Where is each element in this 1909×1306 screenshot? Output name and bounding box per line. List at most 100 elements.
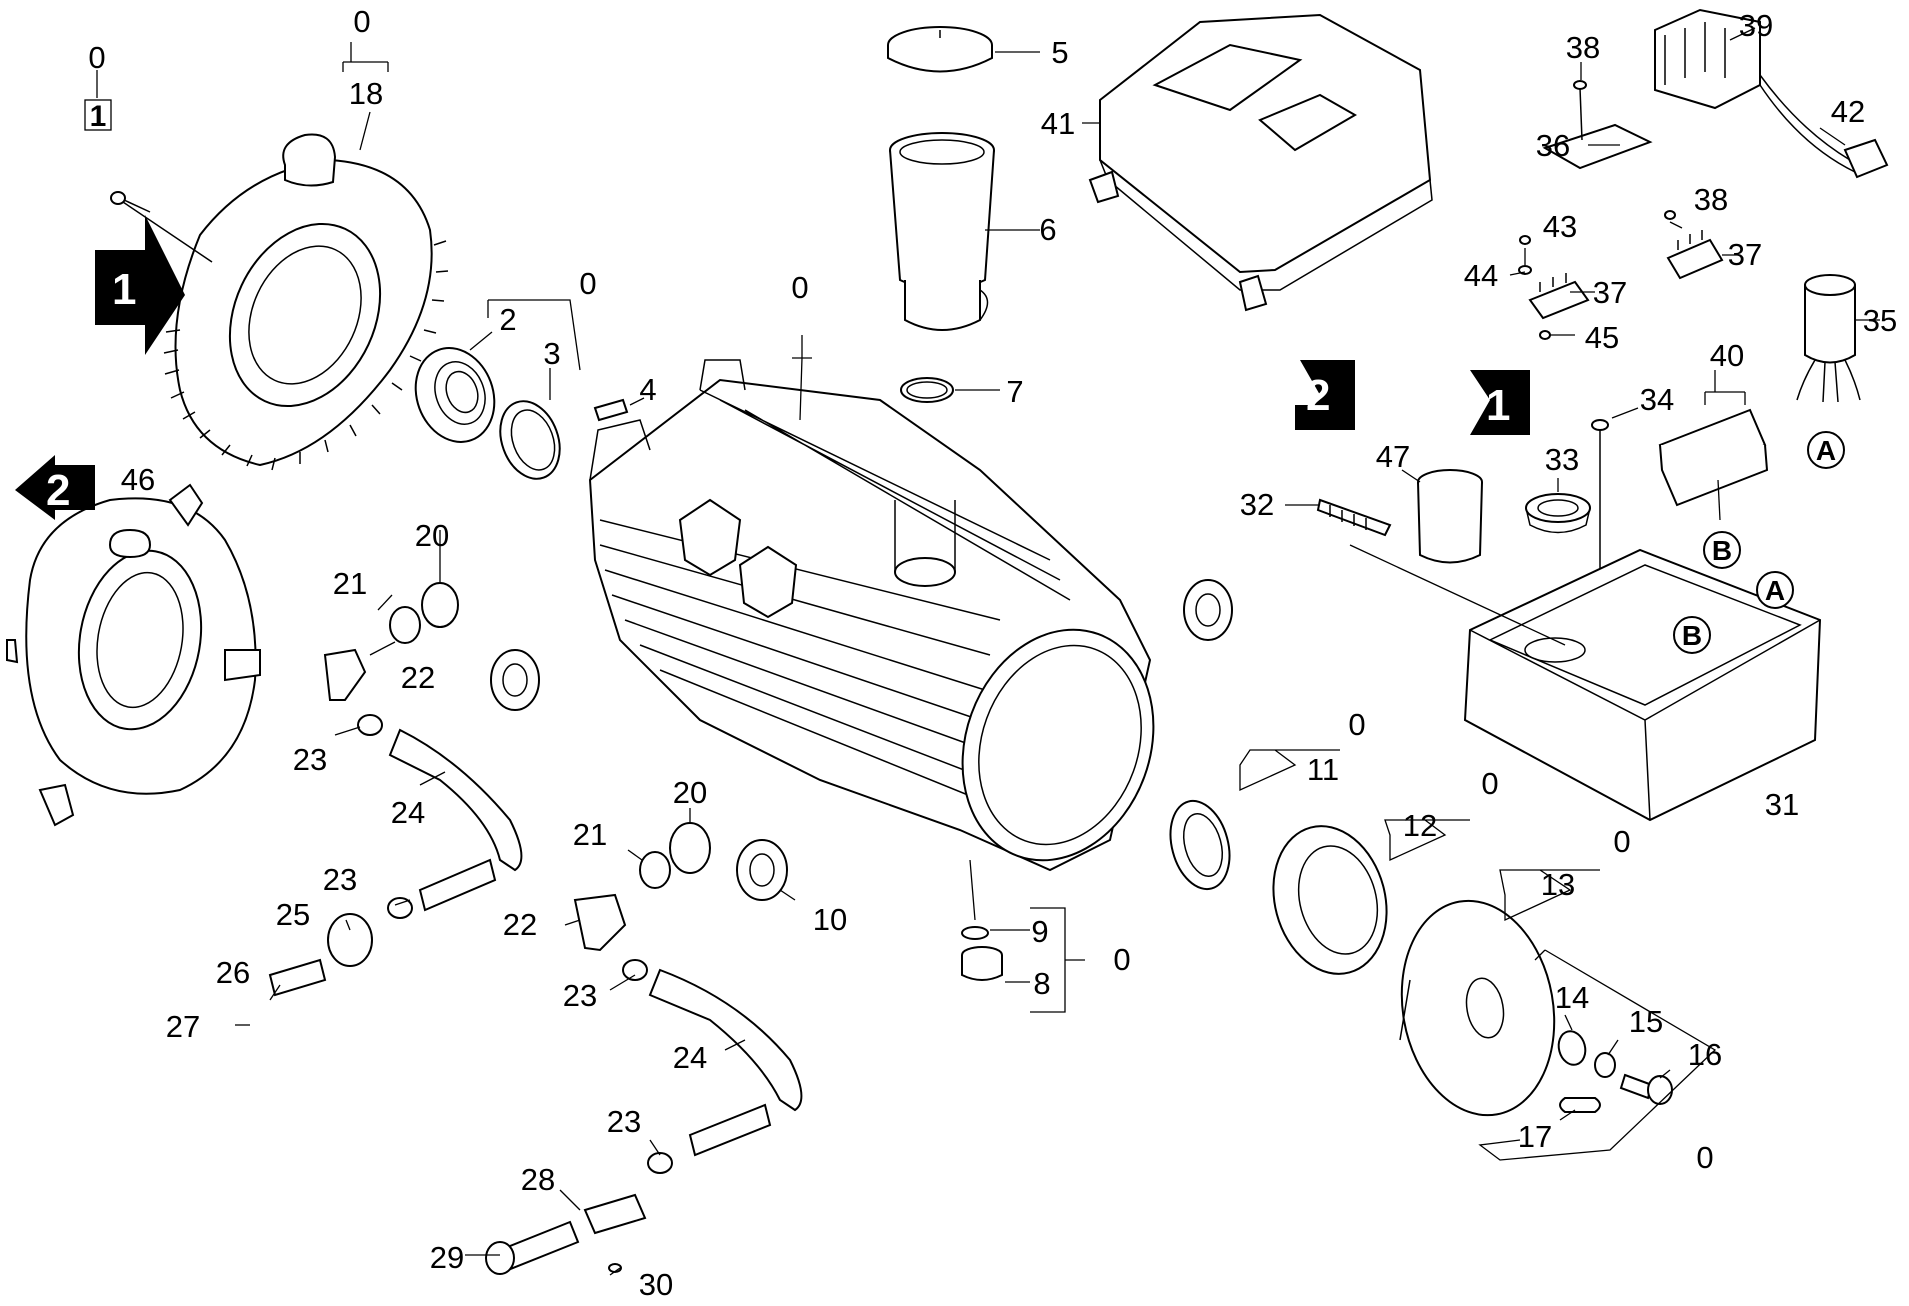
washer-part-14 <box>1557 1030 1587 1066</box>
callout-0-bearing2-group: 0 <box>1481 766 1498 801</box>
callout-30: 30 <box>639 1267 673 1302</box>
callout-24-top: 24 <box>391 795 425 830</box>
cover-part-41 <box>1088 13 1433 312</box>
callout-18: 18 <box>349 76 383 111</box>
seal-part-11 <box>1169 799 1231 891</box>
callout-39: 39 <box>1739 8 1773 43</box>
sleeve-part-47 <box>1417 469 1483 564</box>
callout-17: 17 <box>1518 1119 1552 1154</box>
oil-reservoir-part-6 <box>889 132 995 331</box>
callout-33: 33 <box>1545 442 1579 477</box>
callout-44: 44 <box>1464 258 1498 293</box>
bolt-part-16 <box>1619 1073 1673 1105</box>
fittings-bottom-group <box>268 822 803 1275</box>
callout-20-bottom: 20 <box>673 775 707 810</box>
callout-27: 27 <box>166 1009 200 1044</box>
callout-24-bottom: 24 <box>673 1040 707 1075</box>
callout-22-bottom: 22 <box>503 907 537 942</box>
connector-b-top-label: B <box>1712 535 1732 566</box>
terminal-strip-part-37-right <box>1664 210 1724 280</box>
callout-14: 14 <box>1555 980 1589 1015</box>
callout-9: 9 <box>1031 914 1048 949</box>
callout-34: 34 <box>1640 382 1674 417</box>
callout-42: 42 <box>1831 94 1865 129</box>
pulley-part-13 <box>1399 899 1556 1117</box>
callout-23-left: 23 <box>323 862 357 897</box>
connector-a-box-label: A <box>1765 575 1785 606</box>
terminal-strip-part-37-mid <box>1518 235 1590 340</box>
callout-23-top: 23 <box>293 742 327 777</box>
connector-a-top-label: A <box>1816 435 1836 466</box>
callout-labels: 0 1 0 18 0 2 3 4 0 5 6 7 41 38 39 36 42 … <box>84 4 1897 1302</box>
callout-41: 41 <box>1041 106 1075 141</box>
bearing-part-12 <box>1272 825 1388 975</box>
callout-38-mid: 38 <box>1694 182 1728 217</box>
callout-10: 10 <box>813 902 847 937</box>
callout-38-top: 38 <box>1566 30 1600 65</box>
pump-flange-part <box>6 483 261 827</box>
callout-36: 36 <box>1536 128 1570 163</box>
callout-12: 12 <box>1403 808 1437 843</box>
callout-15: 15 <box>1629 1004 1663 1039</box>
callout-13: 13 <box>1541 867 1575 902</box>
connector-a-top: A <box>1807 431 1845 469</box>
fittings-top-group <box>323 582 523 912</box>
connector-b-box-label: B <box>1682 620 1702 651</box>
view-arrow-1-left-label: 1 <box>112 265 136 314</box>
callout-46: 46 <box>121 462 155 497</box>
callout-0-main-housing: 0 <box>791 270 808 305</box>
connector-a-box: A <box>1756 571 1794 609</box>
bracket-part-36 <box>1542 80 1653 170</box>
seal-part-33 <box>1525 493 1591 534</box>
leader-lines <box>96 27 1880 1276</box>
callout-37-mid: 37 <box>1593 275 1627 310</box>
key-part-17 <box>1559 1097 1601 1113</box>
callout-43: 43 <box>1543 209 1577 244</box>
callout-11: 11 <box>1307 752 1339 787</box>
main-pump-housing-part <box>588 359 1155 872</box>
callout-0-bottom-group: 0 <box>1696 1140 1713 1175</box>
valve-part-10-left <box>490 649 540 711</box>
terminal-part-32 <box>1316 498 1392 537</box>
callout-0-seal-group: 0 <box>1348 707 1365 742</box>
circuit-board-part-40 <box>1658 408 1769 507</box>
callout-47: 47 <box>1376 439 1410 474</box>
view-arrow-2-right-label: 2 <box>1306 371 1330 420</box>
view-arrow-1-right: 1 <box>1470 370 1530 435</box>
callout-2: 2 <box>499 302 516 337</box>
connector-b-top: B <box>1703 531 1741 569</box>
callout-16: 16 <box>1688 1037 1722 1072</box>
drain-plug-part-8 <box>961 946 1003 981</box>
callout-21-bottom: 21 <box>573 817 607 852</box>
callout-23-mid: 23 <box>563 978 597 1013</box>
callout-7: 7 <box>1006 374 1023 409</box>
callout-23-bottom: 23 <box>607 1104 641 1139</box>
view-arrow-1-left: 1 <box>95 215 185 355</box>
callout-21-top: 21 <box>333 566 367 601</box>
callout-0-flange-left: 0 <box>88 40 105 75</box>
callout-0-plug-group: 0 <box>1113 942 1130 977</box>
callout-26: 26 <box>216 955 250 990</box>
capacitor-part-35 <box>1796 274 1861 403</box>
callout-0-bearing-group: 0 <box>579 266 596 301</box>
callout-20-top: 20 <box>415 518 449 553</box>
callout-37-right: 37 <box>1728 237 1762 272</box>
callout-6: 6 <box>1039 212 1056 247</box>
callout-1: 1 <box>90 100 107 133</box>
o-ring-part-7 <box>900 377 954 403</box>
callout-32: 32 <box>1240 487 1274 522</box>
callout-28: 28 <box>521 1162 555 1197</box>
callout-35: 35 <box>1863 303 1897 338</box>
view-arrow-2-left: 2 <box>15 455 95 520</box>
callout-45: 45 <box>1585 320 1619 355</box>
callout-4: 4 <box>639 372 656 407</box>
callout-25: 25 <box>276 897 310 932</box>
callout-22-top: 22 <box>401 660 435 695</box>
callout-0-flange-top: 0 <box>353 4 370 39</box>
ring-part-3 <box>499 400 561 480</box>
motor-flange-part <box>119 133 449 471</box>
oil-cap-part-5 <box>887 26 993 73</box>
screw-part-1 <box>110 191 151 213</box>
contactor-part-39 <box>1654 8 1889 179</box>
